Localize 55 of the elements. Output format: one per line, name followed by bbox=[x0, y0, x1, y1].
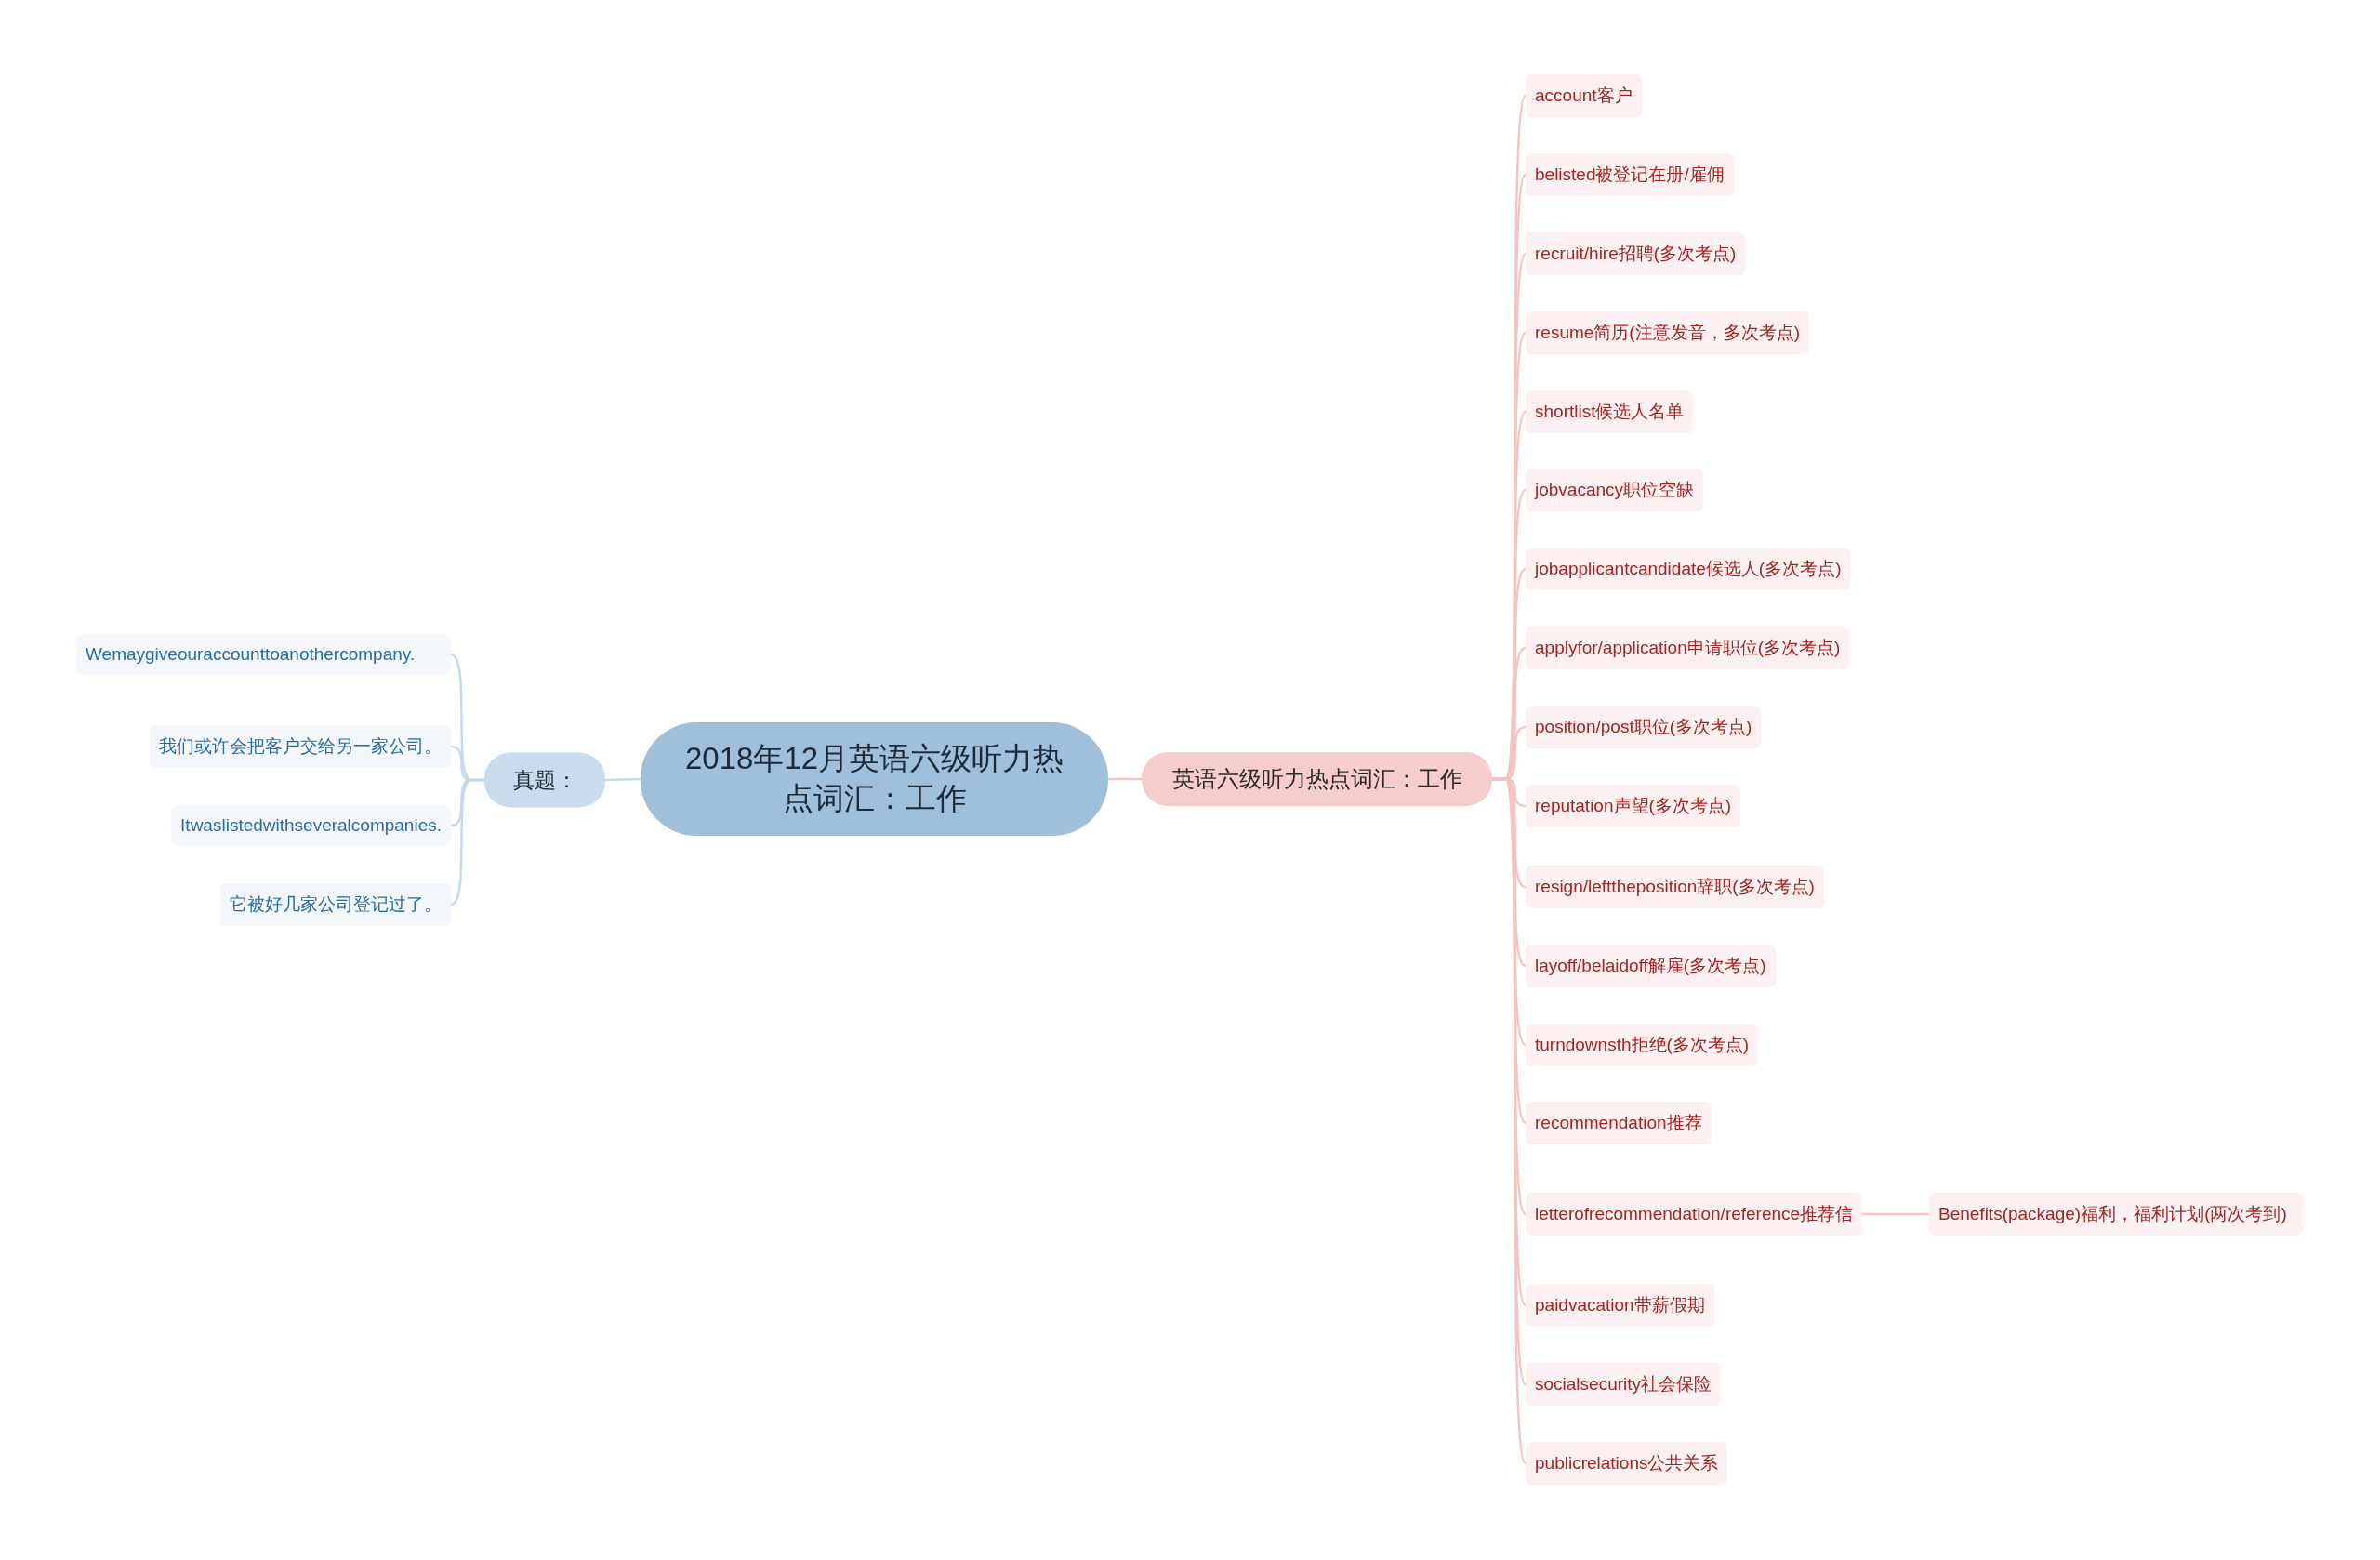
topic-box bbox=[1526, 153, 1734, 196]
topic-box bbox=[484, 752, 605, 808]
topic-text: Wemaygiveouraccounttoanothercompany. bbox=[86, 644, 416, 665]
topic-text: letterofrecommendation/reference推荐信 bbox=[1535, 1203, 1854, 1225]
topic-box bbox=[220, 883, 451, 926]
connector-line bbox=[604, 777, 641, 782]
topic-box bbox=[1526, 1363, 1722, 1406]
topic-text: turndownsth拒绝(多次考点) bbox=[1535, 1034, 1750, 1056]
topic-text: paidvacation带薪假期 bbox=[1535, 1294, 1705, 1316]
topic-text: jobvacancy职位空缺 bbox=[1535, 479, 1695, 501]
topic-box bbox=[76, 635, 451, 674]
topic-text: resign/lefttheposition辞职(多次考点) bbox=[1535, 876, 1815, 898]
topic-text: shortlist候选人名单 bbox=[1535, 401, 1685, 423]
topic-text: 2018年12月英语六级听力热点词汇：工作 bbox=[683, 740, 1065, 817]
topic-text: publicrelations公共关系 bbox=[1535, 1452, 1719, 1474]
connector-line bbox=[1108, 777, 1142, 781]
topic-box bbox=[1142, 752, 1492, 806]
topic-text: layoff/belaidoff解雇(多次考点) bbox=[1535, 955, 1766, 977]
topic-box bbox=[1526, 1193, 1863, 1236]
topic-box bbox=[1526, 74, 1642, 117]
topic-text: position/post职位(多次考点) bbox=[1535, 716, 1752, 738]
topic-box bbox=[1526, 785, 1741, 827]
topic-text: Benefits(package)福利，福利计划(两次考到) bbox=[1938, 1203, 2287, 1225]
topic-text: account客户 bbox=[1535, 85, 1633, 107]
topic-text: reputation声望(多次考点) bbox=[1535, 795, 1732, 817]
topic-box bbox=[171, 806, 451, 845]
topic-box bbox=[150, 725, 451, 768]
connector-line bbox=[1862, 1212, 1929, 1216]
topic-box bbox=[1526, 548, 1851, 590]
topic-box bbox=[1526, 1024, 1759, 1066]
topic-text: applyfor/application申请职位(多次考点) bbox=[1535, 637, 1841, 659]
topic-box bbox=[1526, 1102, 1712, 1144]
topic-box bbox=[1526, 706, 1762, 748]
topic-text: socialsecurity社会保险 bbox=[1535, 1373, 1712, 1395]
topic-box bbox=[1526, 1442, 1728, 1485]
topic-box bbox=[1526, 1284, 1714, 1327]
topic-box bbox=[1526, 469, 1704, 511]
topic-text: resume简历(注意发音，多次考点) bbox=[1535, 322, 1800, 344]
topic-box bbox=[1526, 390, 1694, 433]
topic-box bbox=[1526, 232, 1746, 275]
topic-text: belisted被登记在册/雇佣 bbox=[1535, 164, 1725, 186]
topic-text: recommendation推荐 bbox=[1535, 1112, 1702, 1134]
connector-line bbox=[450, 778, 484, 906]
topic-text: Itwaslistedwithseveralcompanies. bbox=[180, 815, 442, 836]
topic-text: 我们或许会把客户交给另一家公司。 bbox=[159, 735, 442, 758]
topic-box bbox=[1526, 627, 1850, 669]
topic-box bbox=[1526, 866, 1824, 908]
topic-box bbox=[1526, 945, 1776, 987]
topic-text: 它被好几家公司登记过了。 bbox=[230, 893, 442, 916]
topic-text: 真题： bbox=[512, 766, 577, 794]
topic-box bbox=[1929, 1193, 2303, 1236]
topic-text: 英语六级听力热点词汇：工作 bbox=[1171, 765, 1462, 793]
topic-text: jobapplicantcandidate候选人(多次考点) bbox=[1535, 558, 1842, 580]
topic-text: recruit/hire招聘(多次考点) bbox=[1535, 243, 1737, 265]
topic-box bbox=[1526, 311, 1809, 354]
